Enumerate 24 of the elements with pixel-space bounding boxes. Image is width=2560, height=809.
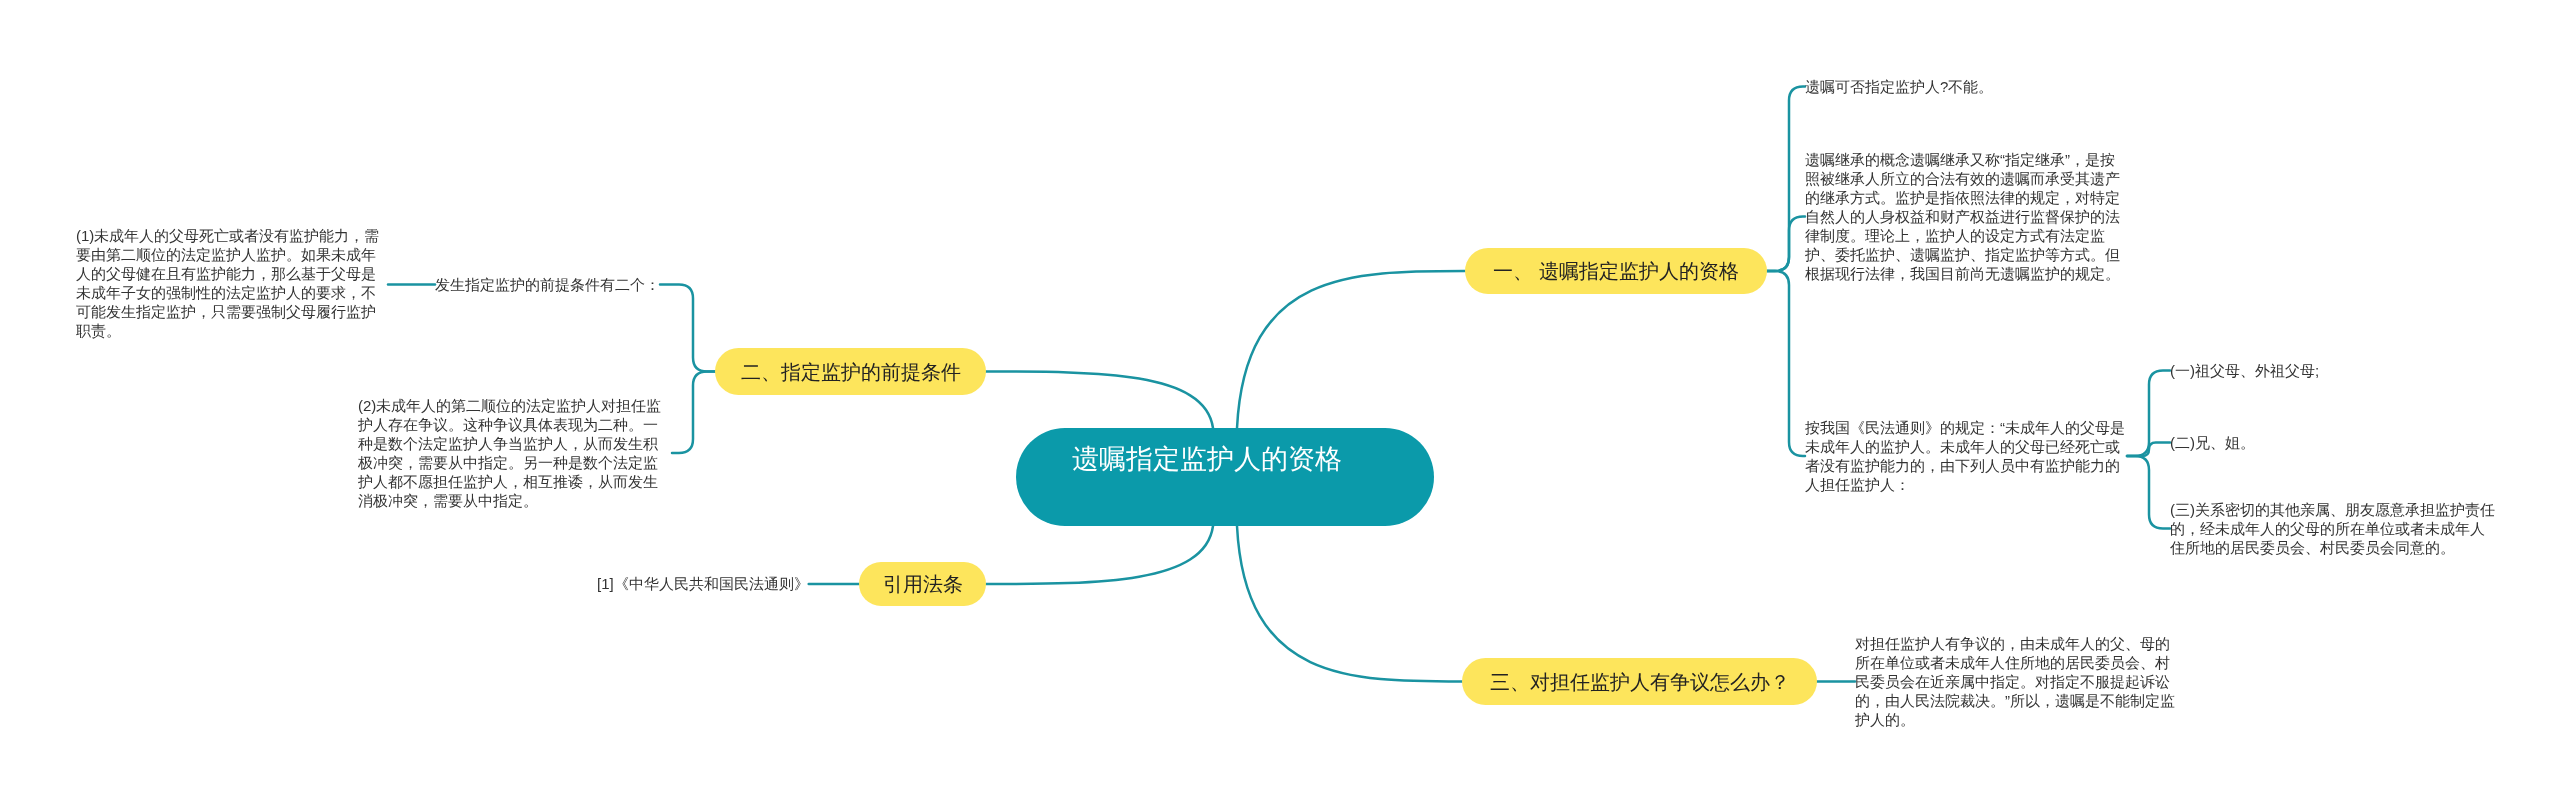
connector-line [1235,524,1464,683]
connector-line [984,524,1215,586]
note-text: (三)关系密切的其他亲属、朋友愿意承担监护责任的，经未成年人的父母的所在单位或者未成年人住所地的居民委员会、村民委员会同意的。 [2170,500,2496,557]
note-text: 按我国《民法通则》的规定：“未成年人的父母是未成年人的监护人。未成年人的父母已经死亡或者没有监护能力的，由下列人员中有监护能力的人担任监护人： [1805,418,2127,494]
note-text: 发生指定监护的前提条件有二个： [435,275,660,294]
topic-pill: 一、 遗嘱指定监护人的资格 [1465,248,1767,294]
note-text: 对担任监护人有争议的，由未成年人的父、母的所在单位或者未成年人住所地的居民委员会、村民委员会在近亲属中指定。对指定不服提起诉讼的，由人民法院裁决。”所以，遗嘱是不能制定监护人的。 [1855,634,2175,729]
connector-line [807,582,861,586]
topic-pill: 引用法条 [859,562,986,606]
topic-pill: 二、指定监护的前提条件 [715,348,986,395]
note-text: (一)祖父母、外祖父母; [2170,361,2320,380]
connector-line [984,370,1215,430]
note-text: [1]《中华人民共和国民法通则》 [597,574,809,593]
note-text: (二)兄、姐。 [2170,433,2255,452]
connector-line [1235,269,1467,430]
topic-pill: 三、对担任监护人有争议怎么办？ [1462,658,1817,705]
central-topic-pill: 遗嘱指定监护人的资格 [1016,428,1434,526]
connector-line [1815,680,1857,683]
note-text: 遗嘱继承的概念遗嘱继承又称“指定继承”，是按照被继承人所立的合法有效的遗嘱而承受其遗产的继承方式。监护是指依照法律的规定，对特定自然人的人身权益和财产权益进行监督保护的法律制度。理论上，监护人的设定方式有法定监护、委托监护、遗嘱监护、指定监护等方式。但根据现行法律，我国目前尚无遗嘱监护的规定。 [1805,150,2125,283]
connector-line [386,283,437,286]
note-text: (2)未成年人的第二顺位的法定监护人对担任监护人存在争议。这种争议具体表现为二种。一种是数个法定监护人争当监护人，从而发生积极冲突，需要从中指定。另一种是数个法定监护人都不愿担任监护人，相互推诿，从而发生消极冲突，需要从中指定。 [358,396,672,510]
note-text: (1)未成年人的父母死亡或者没有监护能力，需要由第二顺位的法定监护人监护。如果未成年人的父母健在且有监护能力，那么基于父母是未成年子女的强制性的法定监护人的要求，不可能发生指定监护，只需要强制父母履行监护职责。 [76,226,388,340]
note-text: 遗嘱可否指定监护人?不能。 [1805,77,1994,96]
connector-line [670,370,717,455]
